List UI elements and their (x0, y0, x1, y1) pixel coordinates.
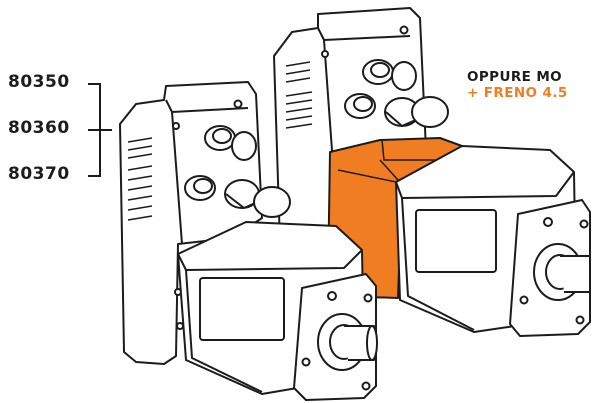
callout-line-1: OPPURE MO (467, 69, 563, 85)
brake-option-callout: OPPURE MO + FRENO 4.5 (467, 69, 568, 101)
product-code-80350: 80350 (8, 72, 70, 92)
rear-connectors (344, 59, 449, 128)
motor-with-brake (273, 7, 591, 337)
front-cooling-fins (127, 137, 153, 221)
rear-label-panel (415, 209, 497, 273)
callout-line-2: + FRENO 4.5 (467, 85, 568, 101)
front-label-panel (199, 277, 285, 341)
rear-cooling-fins (285, 61, 313, 129)
product-code-80370: 80370 (8, 164, 70, 184)
code-bracket (88, 83, 112, 177)
front-connectors (184, 125, 291, 218)
motor-standard (119, 81, 378, 401)
product-code-80360: 80360 (8, 118, 70, 138)
